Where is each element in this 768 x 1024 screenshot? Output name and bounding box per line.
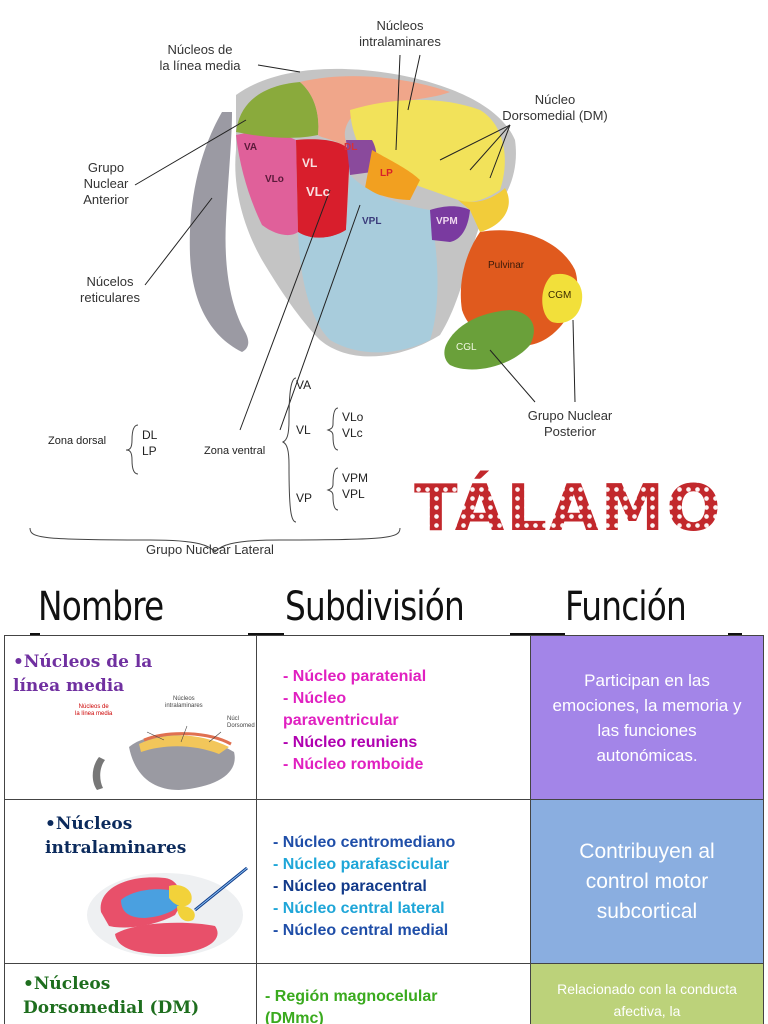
thumb-label-dorsomedial: Núcl Dorsomed xyxy=(227,716,255,729)
subdivision-item: - Núcleo parafascicular xyxy=(273,856,450,873)
table-row: •Núcleos de la línea media Núcleos de la… xyxy=(4,636,764,800)
legend-vpl: VPL xyxy=(342,487,365,501)
header-underline-4 xyxy=(728,633,742,635)
legend-vpm: VPM xyxy=(342,471,369,485)
header-funcion: Función xyxy=(565,584,687,630)
subdivision-item: - Núcleo xyxy=(283,690,347,707)
row-name: •Núcleos Dorsomedial (DM) xyxy=(23,974,200,1018)
nucleus-vpl: VPL xyxy=(362,216,382,227)
function-cell: Contribuyen al control motor subcortical xyxy=(530,800,764,963)
subdivision-item: - Núcleo paracentral xyxy=(273,878,427,895)
nucleus-lp: LP xyxy=(380,168,393,179)
label-intralaminares: Núcleos intralaminares xyxy=(359,18,441,49)
subdivision-item: - Núcleo central medial xyxy=(273,922,449,939)
function-text: Contribuyen al control motor subcortical xyxy=(579,839,715,923)
vl-shape xyxy=(296,139,350,238)
legend-lp: LP xyxy=(142,444,157,458)
nucleus-cgl: CGL xyxy=(456,342,477,353)
subdivision-item: paraventricular xyxy=(283,712,399,729)
name-cell: •Núcleos de la línea media Núcleos de la… xyxy=(4,636,256,799)
nucleus-vl: VL xyxy=(302,156,318,170)
row-name: •Núcleos de la línea media xyxy=(13,652,153,696)
anterior-shape xyxy=(236,82,319,138)
subdivision-list: - Núcleo paratenial - Núcleo paraventric… xyxy=(283,666,426,776)
legend-vp: VP xyxy=(296,491,313,505)
vpl-shape xyxy=(298,175,438,353)
label-reticulares: Núcelos reticulares xyxy=(80,274,140,305)
subdivision-cell: - Región magnocelular (DMmc) xyxy=(256,964,530,1024)
nucleus-cgm: CGM xyxy=(548,290,572,301)
header-underline-2 xyxy=(248,633,284,635)
subdivision-item: - Núcleo reuniens xyxy=(283,734,418,751)
thumb-label-linea-media: Núcleos de la línea media xyxy=(75,704,113,717)
cgm-shape xyxy=(542,273,583,324)
header-subdivision: Subdivisión xyxy=(285,584,465,630)
legend-vlc: VLc xyxy=(342,426,363,440)
label-linea-media: Núcleos de la línea media xyxy=(159,42,241,73)
subdivision-item: - Núcleo centromediano xyxy=(273,834,456,851)
nucleus-vpm: VPM xyxy=(436,216,458,227)
subdivision-item: - Región magnocelular xyxy=(265,988,438,1005)
row-name: •Núcleos intralaminares xyxy=(45,814,187,858)
label-grupo-posterior: Grupo Nuclear Posterior xyxy=(527,408,613,439)
function-text: Participan en las emociones, la memoria … xyxy=(552,670,742,765)
nucleus-vlc: VLc xyxy=(306,184,330,199)
nucleus-va: VA xyxy=(244,142,258,153)
dl-shape xyxy=(346,140,377,175)
page-title: TÁLAMO xyxy=(414,472,723,546)
label-zona-dorsal: Zona dorsal xyxy=(48,435,107,447)
table-row: •Núcleos intralaminares - Núcleo centrom… xyxy=(4,800,764,964)
legend-va: VA xyxy=(296,378,312,392)
subdivision-item: - Núcleo central lateral xyxy=(273,900,445,917)
name-cell: •Núcleos Dorsomedial (DM) xyxy=(4,964,256,1024)
legend-vl: VL xyxy=(296,423,311,437)
nuclei-table: •Núcleos de la línea media Núcleos de la… xyxy=(4,635,764,1024)
dm-shape xyxy=(350,99,505,202)
function-text: Relacionado con la conducta afectiva, la xyxy=(557,981,737,1019)
subdivision-list: - Región magnocelular (DMmc) xyxy=(265,986,437,1024)
thumb-label-intralaminares: Núcleos intralaminares xyxy=(165,696,203,709)
header-underline-1 xyxy=(30,633,40,635)
reticular-shape xyxy=(189,112,249,352)
nucleus-vlo: VLo xyxy=(265,174,284,185)
nucleus-pulvinar: Pulvinar xyxy=(488,260,525,271)
header-nombre: Nombre xyxy=(38,584,164,630)
table-row: •Núcleos Dorsomedial (DM) - Región magno… xyxy=(4,964,764,1024)
legend-dl: DL xyxy=(142,428,158,442)
header-underline-3 xyxy=(510,633,565,635)
thalamus-illustration xyxy=(29,54,583,553)
legend-vlo: VLo xyxy=(342,410,364,424)
nucleus-dl: DL xyxy=(344,142,358,153)
label-grupo-anterior: Grupo Nuclear Anterior xyxy=(83,160,129,207)
subdivision-cell: - Núcleo centromediano - Núcleo parafasc… xyxy=(256,800,530,963)
intralaminares-thumbnail xyxy=(87,866,248,957)
vpm-shape xyxy=(430,206,470,242)
lower-band xyxy=(458,188,509,232)
label-grupo-lateral: Grupo Nuclear Lateral xyxy=(146,542,274,557)
subdivision-item: - Núcleo paratenial xyxy=(283,668,427,685)
thalamus-diagram: Núcleos de la línea media Núcleos intral… xyxy=(29,18,754,557)
function-cell: Participan en las emociones, la memoria … xyxy=(530,636,764,799)
midline-band xyxy=(300,76,450,150)
lp-shape xyxy=(365,150,420,200)
label-dorsomedial: Núcleo Dorsomedial (DM) xyxy=(502,92,608,123)
subdivision-item: - Núcleo romboide xyxy=(283,756,424,773)
subdivision-item: (DMmc) xyxy=(265,1010,324,1024)
subdivision-cell: - Núcleo paratenial - Núcleo paraventric… xyxy=(256,636,530,799)
function-cell: Relacionado con la conducta afectiva, la xyxy=(530,964,764,1024)
name-cell: •Núcleos intralaminares xyxy=(4,800,256,963)
linea-media-thumbnail xyxy=(92,725,235,790)
cgl-shape xyxy=(444,310,534,370)
label-zona-ventral: Zona ventral xyxy=(204,445,266,457)
va-shape xyxy=(236,132,298,236)
subdivision-list: - Núcleo centromediano - Núcleo parafasc… xyxy=(273,832,455,942)
